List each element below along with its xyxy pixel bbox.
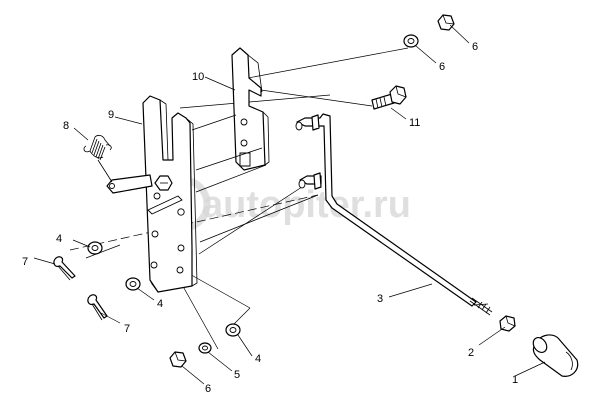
callout-4-left: 4: [56, 233, 62, 245]
middle-washer: [125, 277, 141, 291]
watermark-text: autopiter.ru: [202, 184, 411, 226]
bolt: [371, 85, 407, 110]
upper-washer: [403, 34, 419, 48]
callout-8: 8: [63, 120, 69, 132]
callout-6-lower: 6: [205, 383, 211, 395]
callout-5: 5: [234, 369, 240, 381]
callout-10: 10: [192, 71, 204, 83]
lower-washer: [225, 323, 241, 337]
callout-11: 11: [409, 117, 420, 129]
callout-labels: 1 2 3 4 4 4 5 6 6 6 7 7 8 9 10 11: [22, 41, 518, 395]
callout-4-middle: 4: [157, 298, 163, 310]
lock-washer: [198, 342, 212, 354]
knob: [532, 334, 579, 377]
callout-4-lower: 4: [255, 353, 261, 365]
rear-plate: [231, 47, 270, 171]
leader-lines: [33, 24, 546, 385]
lever-arm: [97, 159, 153, 194]
callout-9: 9: [108, 109, 114, 121]
lower-cotter-pin: [87, 294, 108, 321]
rod-nut: [499, 315, 516, 332]
callout-1: 1: [512, 374, 518, 386]
callout-3: 3: [377, 293, 383, 305]
rod: [295, 113, 493, 316]
callout-6-washer: 6: [439, 61, 445, 73]
callout-7-lower: 7: [124, 323, 130, 335]
callout-7-upper: 7: [22, 256, 28, 268]
left-washer: [87, 241, 103, 255]
callout-6-nut: 6: [472, 41, 478, 53]
upper-cotter-pin: [53, 256, 76, 281]
upper-nut: [437, 14, 455, 31]
spring: [83, 134, 112, 161]
callout-2: 2: [468, 347, 474, 359]
watermark: autopiter.ru: [155, 176, 411, 232]
connecting-plates: [191, 114, 319, 243]
front-plate: [142, 95, 198, 293]
lower-nut: [169, 351, 187, 368]
